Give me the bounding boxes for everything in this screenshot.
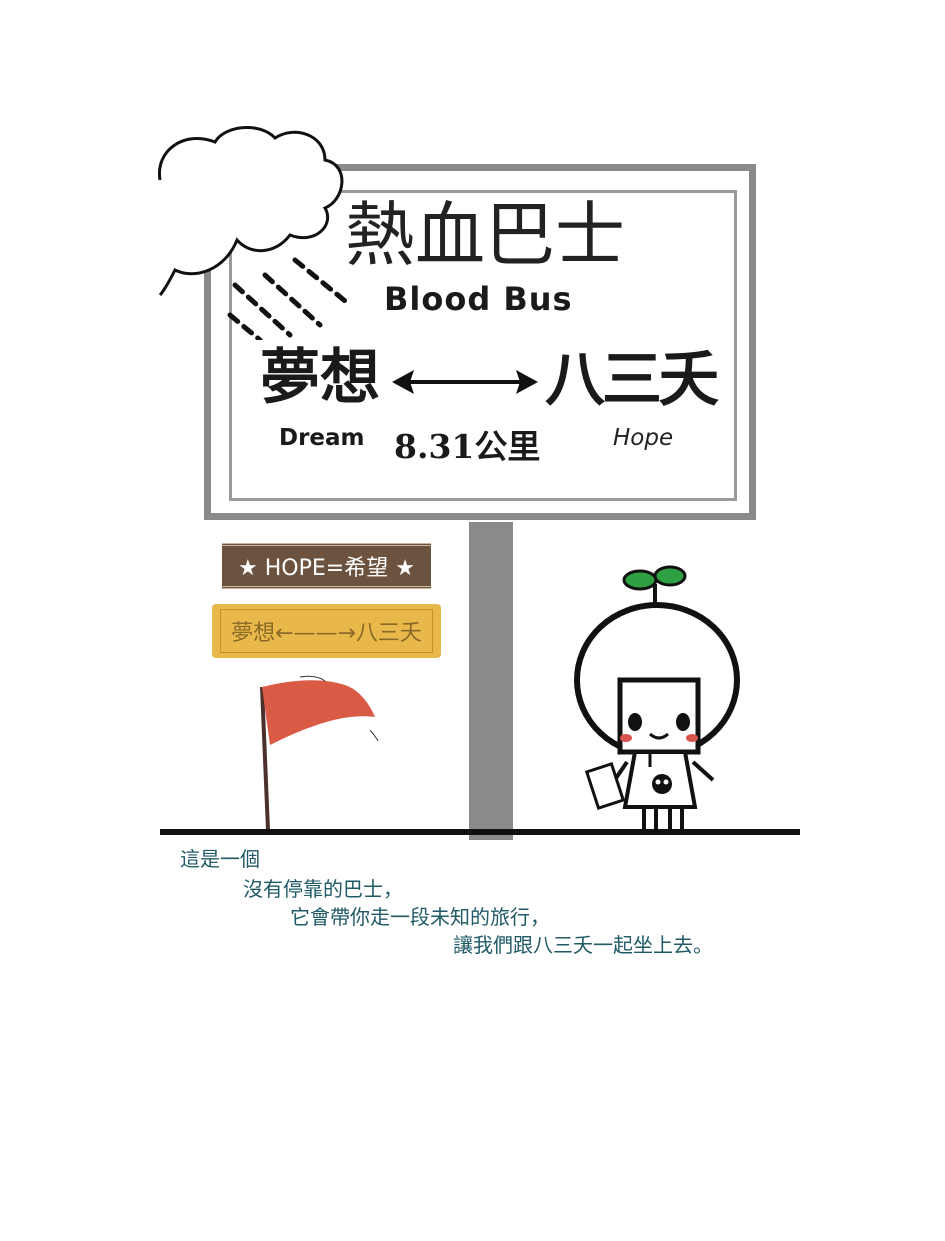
ticket-label: 夢想←——→八三夭 [220,609,433,653]
poem-line-4: 讓我們跟八三夭一起坐上去。 [453,933,713,957]
sign-board-inner [229,190,737,501]
distance-label: 8.31公里 [394,427,541,466]
rain-cloud-icon [158,125,353,340]
flag-icon [260,675,379,831]
hope-label-english: Hope [613,425,674,451]
dream-label-english: Dream [279,425,365,451]
poem-line-1: 這是一個 [180,847,260,871]
sign-title-chinese: 熱血巴士 [345,194,625,276]
dream-label-chinese: 夢想 [260,343,380,413]
double-arrow-icon [392,370,538,394]
hope-label-chinese: 八三夭 [545,345,719,415]
sign-title-english: Blood Bus [384,280,573,318]
girl-character-icon [574,565,740,833]
ground-line [160,829,800,835]
hope-banner: ★ HOPE=希望 ★ [222,543,431,589]
poem-line-2: 沒有停靠的巴士， [243,877,403,901]
skull-icon [652,774,672,794]
ticket [212,604,441,658]
poem-line-3: 它會帶你走一段未知的旅行， [290,905,550,929]
sign-pole [469,522,513,840]
